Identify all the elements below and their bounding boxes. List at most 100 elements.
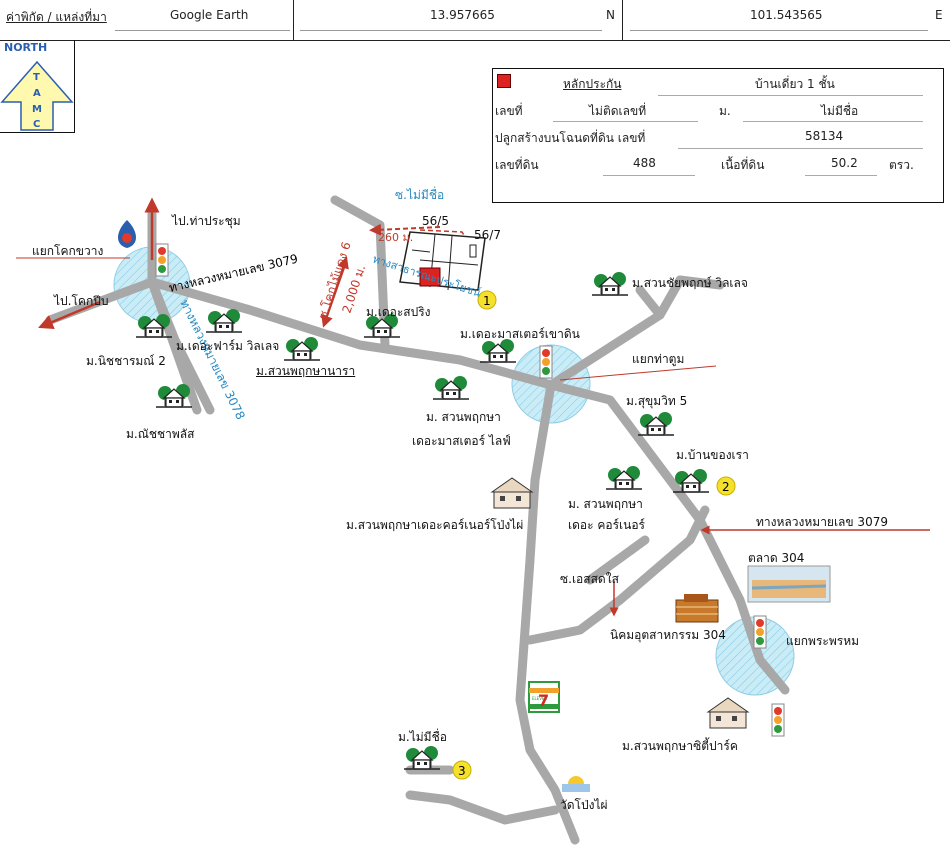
collateral-label: หลักประกัน xyxy=(563,77,622,91)
chaiyapruek-village-label: ม.สวนชัยพฤกษ์ วิลเลจ xyxy=(632,276,748,290)
project-building-icon xyxy=(490,477,534,509)
industrial-building-icon xyxy=(675,594,719,623)
house-no-value: ไม่ติดเลขที่ xyxy=(589,104,647,118)
city-park-village-label: ม.สวนพฤกษาซิตี้ปาร์ค xyxy=(622,739,738,753)
market-304-label: ตลาด 304 xyxy=(748,551,805,565)
north-letter: A xyxy=(33,88,41,99)
land-no-value: 488 xyxy=(633,156,656,170)
deed-value: 58134 xyxy=(805,129,844,143)
the-farm-village-label: ม.เดอะฟาร์ม วิลเลจ xyxy=(176,339,280,353)
road xyxy=(515,380,580,845)
gas-station-icon xyxy=(118,220,136,248)
divider xyxy=(678,148,923,149)
longitude-value: 101.543565 xyxy=(750,8,823,22)
to-meeting-label: ไป.ท่าประชุม xyxy=(172,214,241,228)
latitude-direction: N xyxy=(606,8,615,22)
source-value: Google Earth xyxy=(170,8,249,22)
suan-corner-village-label: ม. สวนพฤกษา xyxy=(568,497,643,511)
property-type: บ้านเดี่ยว 1 ชั้น xyxy=(755,77,835,91)
location-marker-3: 3 xyxy=(458,764,466,778)
collateral-plot-icon xyxy=(419,267,441,287)
seven-text: ELEVEn xyxy=(532,696,548,701)
divider xyxy=(293,0,294,40)
collateral-marker-icon xyxy=(497,74,511,88)
seven-number: 7 xyxy=(538,691,549,710)
north-arrow: NORTH T A M C xyxy=(0,40,75,133)
divider xyxy=(300,30,602,31)
nichcharn-village-label: ม.นิชชารมณ์ 2 xyxy=(86,354,166,368)
road xyxy=(546,310,665,390)
land-no-label: เลขที่ดิน xyxy=(495,158,539,172)
road xyxy=(405,790,560,825)
temple-icon xyxy=(562,776,590,792)
village-house-icon xyxy=(155,383,193,408)
village-label: ม. xyxy=(719,104,731,118)
area-value: 50.2 xyxy=(831,156,858,170)
house-no-label: เลขที่ xyxy=(495,104,523,118)
latitude-value: 13.957665 xyxy=(430,8,495,22)
suan-nara-village-label: ม.สวนพฤกษานารา xyxy=(256,364,356,378)
location-marker-1: 1 xyxy=(483,294,491,308)
market-photo-icon xyxy=(747,565,831,603)
property-info-box: หลักประกัน บ้านเดี่ยว 1 ชั้น เลขที่ ไม่ต… xyxy=(492,68,944,203)
village-house-icon xyxy=(432,375,470,400)
master-khao-village-label: ม.เดอะมาสเตอร์เขาดิน xyxy=(460,327,580,341)
traffic-light-icon xyxy=(771,703,785,737)
road xyxy=(45,277,556,390)
divider xyxy=(603,175,695,176)
suan-master-village-label-2: เดอะมาสเตอร์ ไลฟ์ xyxy=(412,434,511,448)
lot-56-5-label: 56/5 xyxy=(422,214,449,228)
subject-property-plan xyxy=(399,231,486,291)
north-letter: M xyxy=(32,104,42,115)
distance-260-label: 260 ม. xyxy=(378,231,414,244)
village-house-icon xyxy=(605,465,643,490)
divider xyxy=(805,175,877,176)
project-building-icon xyxy=(706,697,750,729)
north-word: NORTH xyxy=(4,41,47,54)
divider xyxy=(0,40,950,41)
north-arrow-icon: NORTH T A M C xyxy=(0,41,74,131)
road xyxy=(525,505,710,645)
traffic-light-icon xyxy=(753,615,767,649)
divider xyxy=(743,121,923,122)
divider xyxy=(630,30,928,31)
suan-master-village-label: ม. สวนพฤกษา xyxy=(426,410,501,424)
village-house-icon xyxy=(205,308,243,333)
village-house-icon xyxy=(637,411,675,436)
nutcha-village-label: ม.ณัชชาพลัส xyxy=(126,427,195,441)
traffic-light-icon xyxy=(539,345,553,379)
divider xyxy=(115,30,290,31)
to-khok-pip-label: ไป.โคกปีบ xyxy=(54,294,109,308)
seven-eleven-icon: 7 ELEVEn xyxy=(528,681,560,713)
longitude-direction: E xyxy=(935,8,943,22)
area-unit: ตรว. xyxy=(889,158,914,172)
village-house-icon xyxy=(591,271,629,296)
nameless-village-label: ม.ไม่มีชื่อ xyxy=(398,730,447,744)
village-value: ไม่มีชื่อ xyxy=(821,104,859,118)
north-letter: T xyxy=(33,72,40,83)
tha-toom-junction-label: แยกท่าตูม xyxy=(632,352,685,366)
coord-source-label: ค่าพิกัด / แหล่งที่มา xyxy=(6,10,107,24)
khok-kwang-junction-label: แยกโคกขวาง xyxy=(32,244,104,258)
leader-line xyxy=(559,365,717,381)
road xyxy=(635,275,725,320)
village-house-icon xyxy=(283,336,321,361)
divider xyxy=(622,0,623,40)
suan-corner-village-label-2: เดอะ คอร์เนอร์ xyxy=(568,518,645,532)
road xyxy=(585,535,650,585)
baan-khong-rao-village-label: ม.บ้านของเรา xyxy=(676,448,749,462)
industrial-estate-label: นิคมอุตสาหกรรม 304 xyxy=(610,628,726,642)
soi-nameless-label: ซ.ไม่มีชื่อ xyxy=(395,188,445,202)
location-marker-2: 2 xyxy=(722,480,730,494)
deed-label: ปลูกสร้างบนโฉนดที่ดิน เลขที่ xyxy=(495,131,646,145)
sukhumvit5-village-label: ม.สุขุมวิท 5 xyxy=(626,394,688,408)
highway-3079-east-label: ทางหลวงหมายเลข 3079 xyxy=(756,515,888,529)
soi-s-label: ซ.เอสสดใส xyxy=(560,572,619,586)
wat-pong-phai-label: วัดโป่งไผ่ xyxy=(560,798,608,812)
north-letter: C xyxy=(33,119,40,130)
lot-56-7-label: 56/7 xyxy=(474,228,501,242)
area-label: เนื้อที่ดิน xyxy=(721,158,765,172)
corner-pong-village-label: ม.สวนพฤกษาเดอะคอร์เนอร์โป่งไผ่ xyxy=(346,518,524,532)
traffic-light-icon xyxy=(155,243,169,277)
